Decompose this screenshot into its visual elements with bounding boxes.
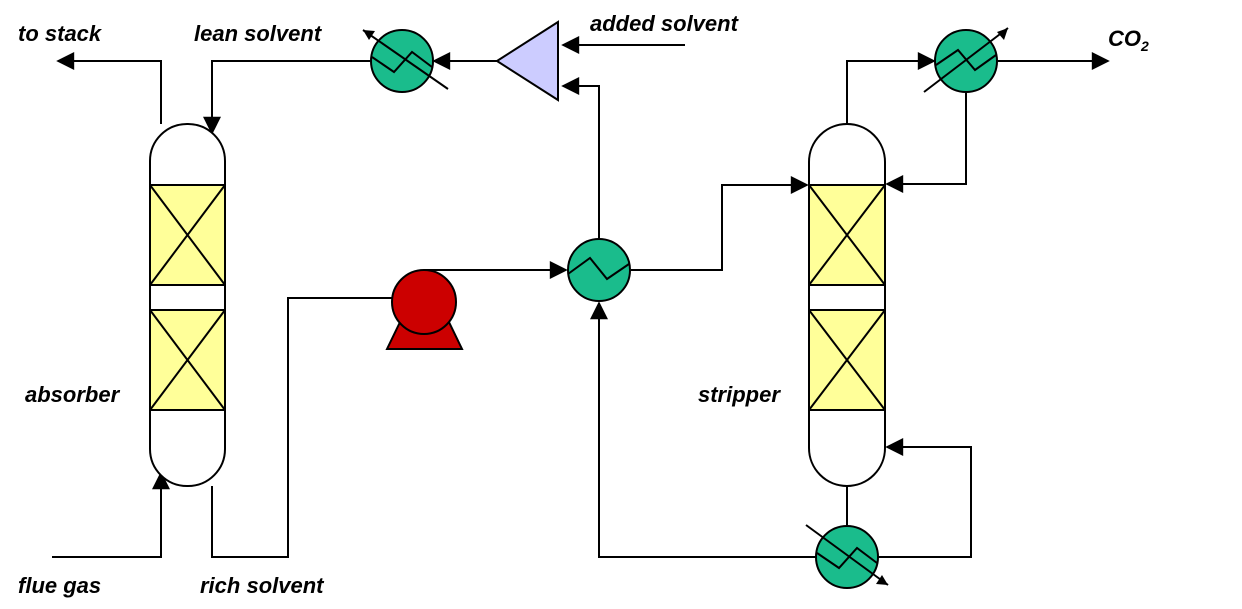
cross-heat-exchanger-icon	[567, 238, 631, 302]
label-lean-solvent: lean solvent	[194, 21, 323, 46]
pipe-exchanger-to-mixer	[561, 77, 600, 238]
label-absorber: absorber	[25, 382, 121, 407]
absorber-packing-lower	[149, 309, 226, 411]
label-added-solvent: added solvent	[590, 11, 740, 36]
label-co2: CO2	[1108, 26, 1149, 54]
condenser-icon	[923, 27, 1009, 93]
reboiler-icon	[805, 524, 889, 589]
pipe-to-stack	[56, 52, 162, 124]
stripper-packing-upper	[808, 184, 886, 286]
pump-icon	[385, 269, 464, 350]
mixer-icon	[495, 20, 559, 102]
pipe-exchanger-to-stripper	[631, 176, 809, 271]
stripper-column	[808, 123, 886, 487]
absorber-column	[149, 123, 226, 487]
pipe-stripper-overhead	[846, 52, 936, 124]
stripper-packing-lower	[808, 309, 886, 411]
pipe-flue-gas	[52, 471, 170, 558]
pipe-lean-return	[590, 301, 816, 558]
label-stripper: stripper	[698, 382, 781, 407]
label-to-stack: to stack	[18, 21, 103, 46]
lean-cooler-icon	[362, 29, 449, 93]
label-flue-gas: flue gas	[18, 573, 101, 598]
label-rich-solvent: rich solvent	[200, 573, 325, 598]
absorber-packing-upper	[149, 184, 226, 286]
pipe-reboiler-return	[878, 438, 972, 558]
pipe-reflux	[885, 93, 967, 193]
pipe-lean-solvent-in	[203, 60, 370, 135]
pipe-rich-solvent	[211, 297, 392, 558]
